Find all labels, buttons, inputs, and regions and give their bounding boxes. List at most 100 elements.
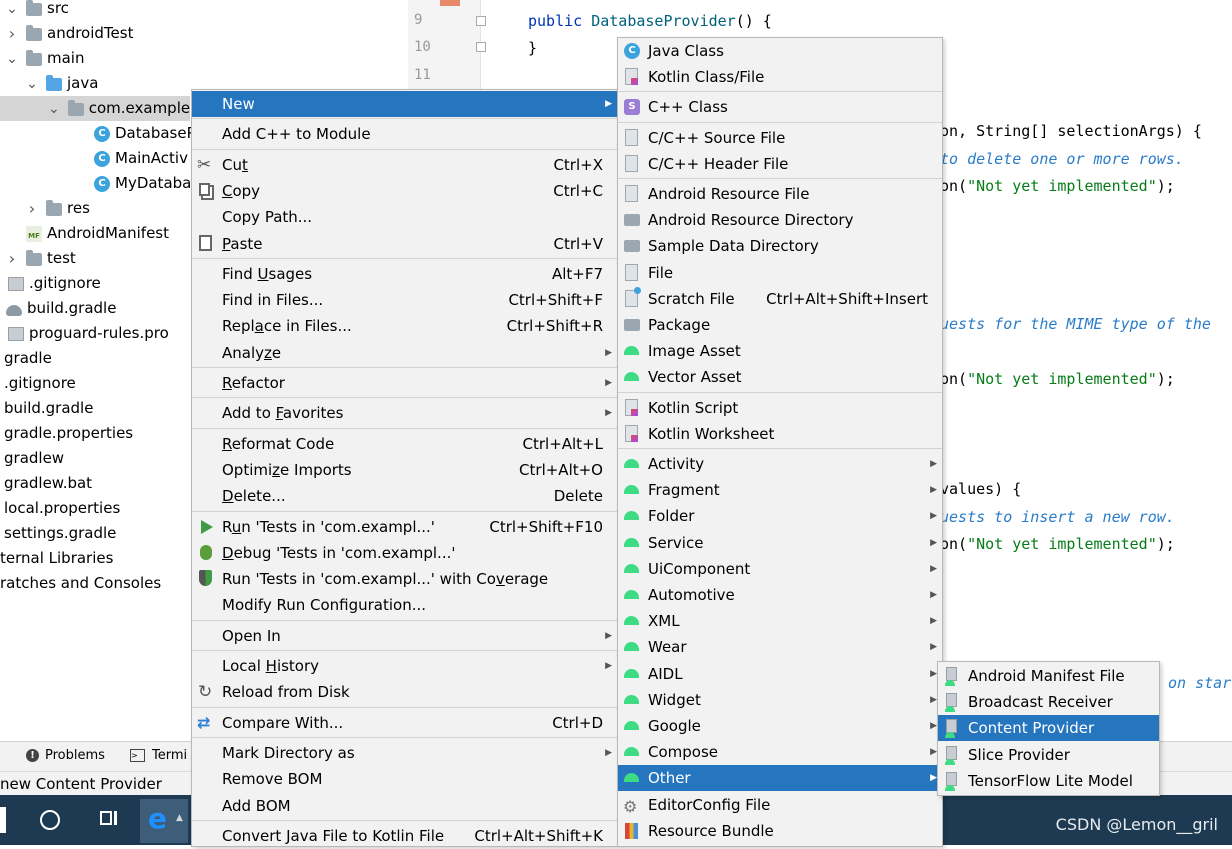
tree-node[interactable]: gradle — [0, 346, 400, 371]
tree-node[interactable]: local.properties — [0, 496, 400, 521]
menu-item-remove-bom[interactable]: Remove BOM — [192, 766, 617, 792]
menu-item-delete[interactable]: Delete...Delete — [192, 483, 617, 509]
menu-item-content-provider[interactable]: Content Provider — [938, 715, 1159, 742]
menu-item-c-c-header-file[interactable]: C/C++ Header File — [618, 151, 942, 177]
chevron-down-icon[interactable]: ⌄ — [6, 50, 18, 67]
tree-node[interactable]: ternal Libraries — [0, 546, 400, 571]
menu-item-widget[interactable]: Widget▶ — [618, 687, 942, 713]
chevron-right-icon[interactable]: › — [8, 248, 16, 268]
tree-node[interactable]: ⌄main — [0, 46, 400, 71]
problems-tab[interactable]: ! Problems — [26, 748, 105, 763]
menu-item-service[interactable]: Service▶ — [618, 530, 942, 556]
menu-item-run-tests-in-com-exampl-with-coverage[interactable]: Run 'Tests in 'com.exampl...' with Cover… — [192, 566, 617, 592]
tree-node[interactable]: build.gradle — [0, 296, 400, 321]
start-icon[interactable] — [0, 807, 6, 833]
menu-item-analyze[interactable]: Analyze▶ — [192, 340, 617, 366]
tree-node[interactable]: ›androidTest — [0, 21, 400, 46]
menu-item-xml[interactable]: XML▶ — [618, 608, 942, 634]
fold-marker[interactable] — [476, 42, 486, 52]
menu-item-kotlin-worksheet[interactable]: Kotlin Worksheet — [618, 421, 942, 447]
menu-item-android-resource-file[interactable]: Android Resource File — [618, 181, 942, 207]
menu-item-copy-path[interactable]: Copy Path... — [192, 204, 617, 230]
menu-item-replace-in-files[interactable]: Replace in Files...Ctrl+Shift+R — [192, 313, 617, 339]
menu-item-image-asset[interactable]: Image Asset — [618, 338, 942, 364]
tree-node[interactable]: build.gradle — [0, 396, 400, 421]
tree-node[interactable]: ⌄src — [0, 0, 400, 21]
menu-item-new[interactable]: New▶ — [192, 91, 617, 117]
menu-item-editorconfig-file[interactable]: ⚙EditorConfig File — [618, 792, 942, 818]
menu-item-wear[interactable]: Wear▶ — [618, 634, 942, 660]
menu-item-find-in-files[interactable]: Find in Files...Ctrl+Shift+F — [192, 287, 617, 313]
chevron-down-icon[interactable]: ⌄ — [26, 75, 38, 92]
menu-item-run-tests-in-com-exampl[interactable]: Run 'Tests in 'com.exampl...'Ctrl+Shift+… — [192, 514, 617, 540]
tree-node[interactable]: ›res — [0, 196, 400, 221]
menu-item-activity[interactable]: Activity▶ — [618, 451, 942, 477]
menu-item-tensorflow-lite-model[interactable]: TensorFlow Lite Model — [938, 768, 1159, 794]
menu-item-add-to-favorites[interactable]: Add to Favorites▶ — [192, 400, 617, 426]
tree-node[interactable]: gradlew.bat — [0, 471, 400, 496]
menu-item-mark-directory-as[interactable]: Mark Directory as▶ — [192, 740, 617, 766]
menu-item-compare-with[interactable]: ⇄Compare With...Ctrl+D — [192, 710, 617, 736]
tree-node[interactable]: ratches and Consoles — [0, 571, 400, 596]
menu-item-uicomponent[interactable]: UiComponent▶ — [618, 556, 942, 582]
tree-node[interactable]: settings.gradle — [0, 521, 400, 546]
menu-item-add-bom[interactable]: Add BOM — [192, 793, 617, 819]
menu-item-file[interactable]: File — [618, 260, 942, 286]
tree-node[interactable]: ›test — [0, 246, 400, 271]
menu-item-slice-provider[interactable]: Slice Provider — [938, 742, 1159, 768]
chevron-down-icon[interactable]: ⌄ — [6, 0, 18, 17]
menu-item-aidl[interactable]: AIDL▶ — [618, 661, 942, 687]
menu-item-resource-bundle[interactable]: Resource Bundle — [618, 818, 942, 844]
menu-item-sample-data-directory[interactable]: Sample Data Directory — [618, 233, 942, 259]
tree-node[interactable]: gradle.properties — [0, 421, 400, 446]
tree-node[interactable]: ⌄com.example — [0, 96, 190, 121]
menu-item-vector-asset[interactable]: Vector Asset — [618, 364, 942, 390]
menu-item-c-c-source-file[interactable]: C/C++ Source File — [618, 125, 942, 151]
menu-item-broadcast-receiver[interactable]: Broadcast Receiver — [938, 689, 1159, 715]
edge-app-icon[interactable]: e ▲ — [140, 799, 188, 843]
tree-node[interactable]: proguard-rules.pro — [0, 321, 400, 346]
tree-node[interactable]: .gitignore — [0, 271, 400, 296]
menu-item-refactor[interactable]: Refactor▶ — [192, 370, 617, 396]
menu-item-kotlin-script[interactable]: Kotlin Script — [618, 395, 942, 421]
chevron-down-icon[interactable]: ⌄ — [48, 100, 60, 117]
menu-item-modify-run-configuration[interactable]: Modify Run Configuration... — [192, 592, 617, 618]
menu-item-local-history[interactable]: Local History▶ — [192, 653, 617, 679]
cortana-icon[interactable] — [40, 810, 60, 830]
menu-item-fragment[interactable]: Fragment▶ — [618, 477, 942, 503]
menu-item-android-resource-directory[interactable]: Android Resource Directory — [618, 207, 942, 233]
tree-node[interactable]: ⌄java — [0, 71, 400, 96]
menu-item-open-in[interactable]: Open In▶ — [192, 623, 617, 649]
chevron-right-icon[interactable]: › — [28, 198, 36, 218]
tree-node[interactable]: gradlew — [0, 446, 400, 471]
override-gutter-icon[interactable] — [440, 0, 460, 6]
menu-item-google[interactable]: Google▶ — [618, 713, 942, 739]
menu-item-package[interactable]: Package — [618, 312, 942, 338]
menu-item-reload-from-disk[interactable]: ↻Reload from Disk — [192, 679, 617, 705]
menu-item-compose[interactable]: Compose▶ — [618, 739, 942, 765]
tree-node[interactable]: .gitignore — [0, 371, 400, 396]
menu-item-android-manifest-file[interactable]: Android Manifest File — [938, 663, 1159, 689]
menu-item-add-c-to-module[interactable]: Add C++ to Module — [192, 121, 617, 147]
menu-item-folder[interactable]: Folder▶ — [618, 503, 942, 529]
menu-item-other[interactable]: Other▶ — [618, 765, 942, 792]
fold-marker[interactable] — [476, 16, 486, 26]
task-view-icon[interactable] — [100, 811, 118, 827]
terminal-tab[interactable]: > Termi — [130, 748, 187, 763]
menu-item-kotlin-class-file[interactable]: Kotlin Class/File — [618, 64, 942, 90]
chevron-right-icon[interactable]: › — [8, 23, 16, 43]
